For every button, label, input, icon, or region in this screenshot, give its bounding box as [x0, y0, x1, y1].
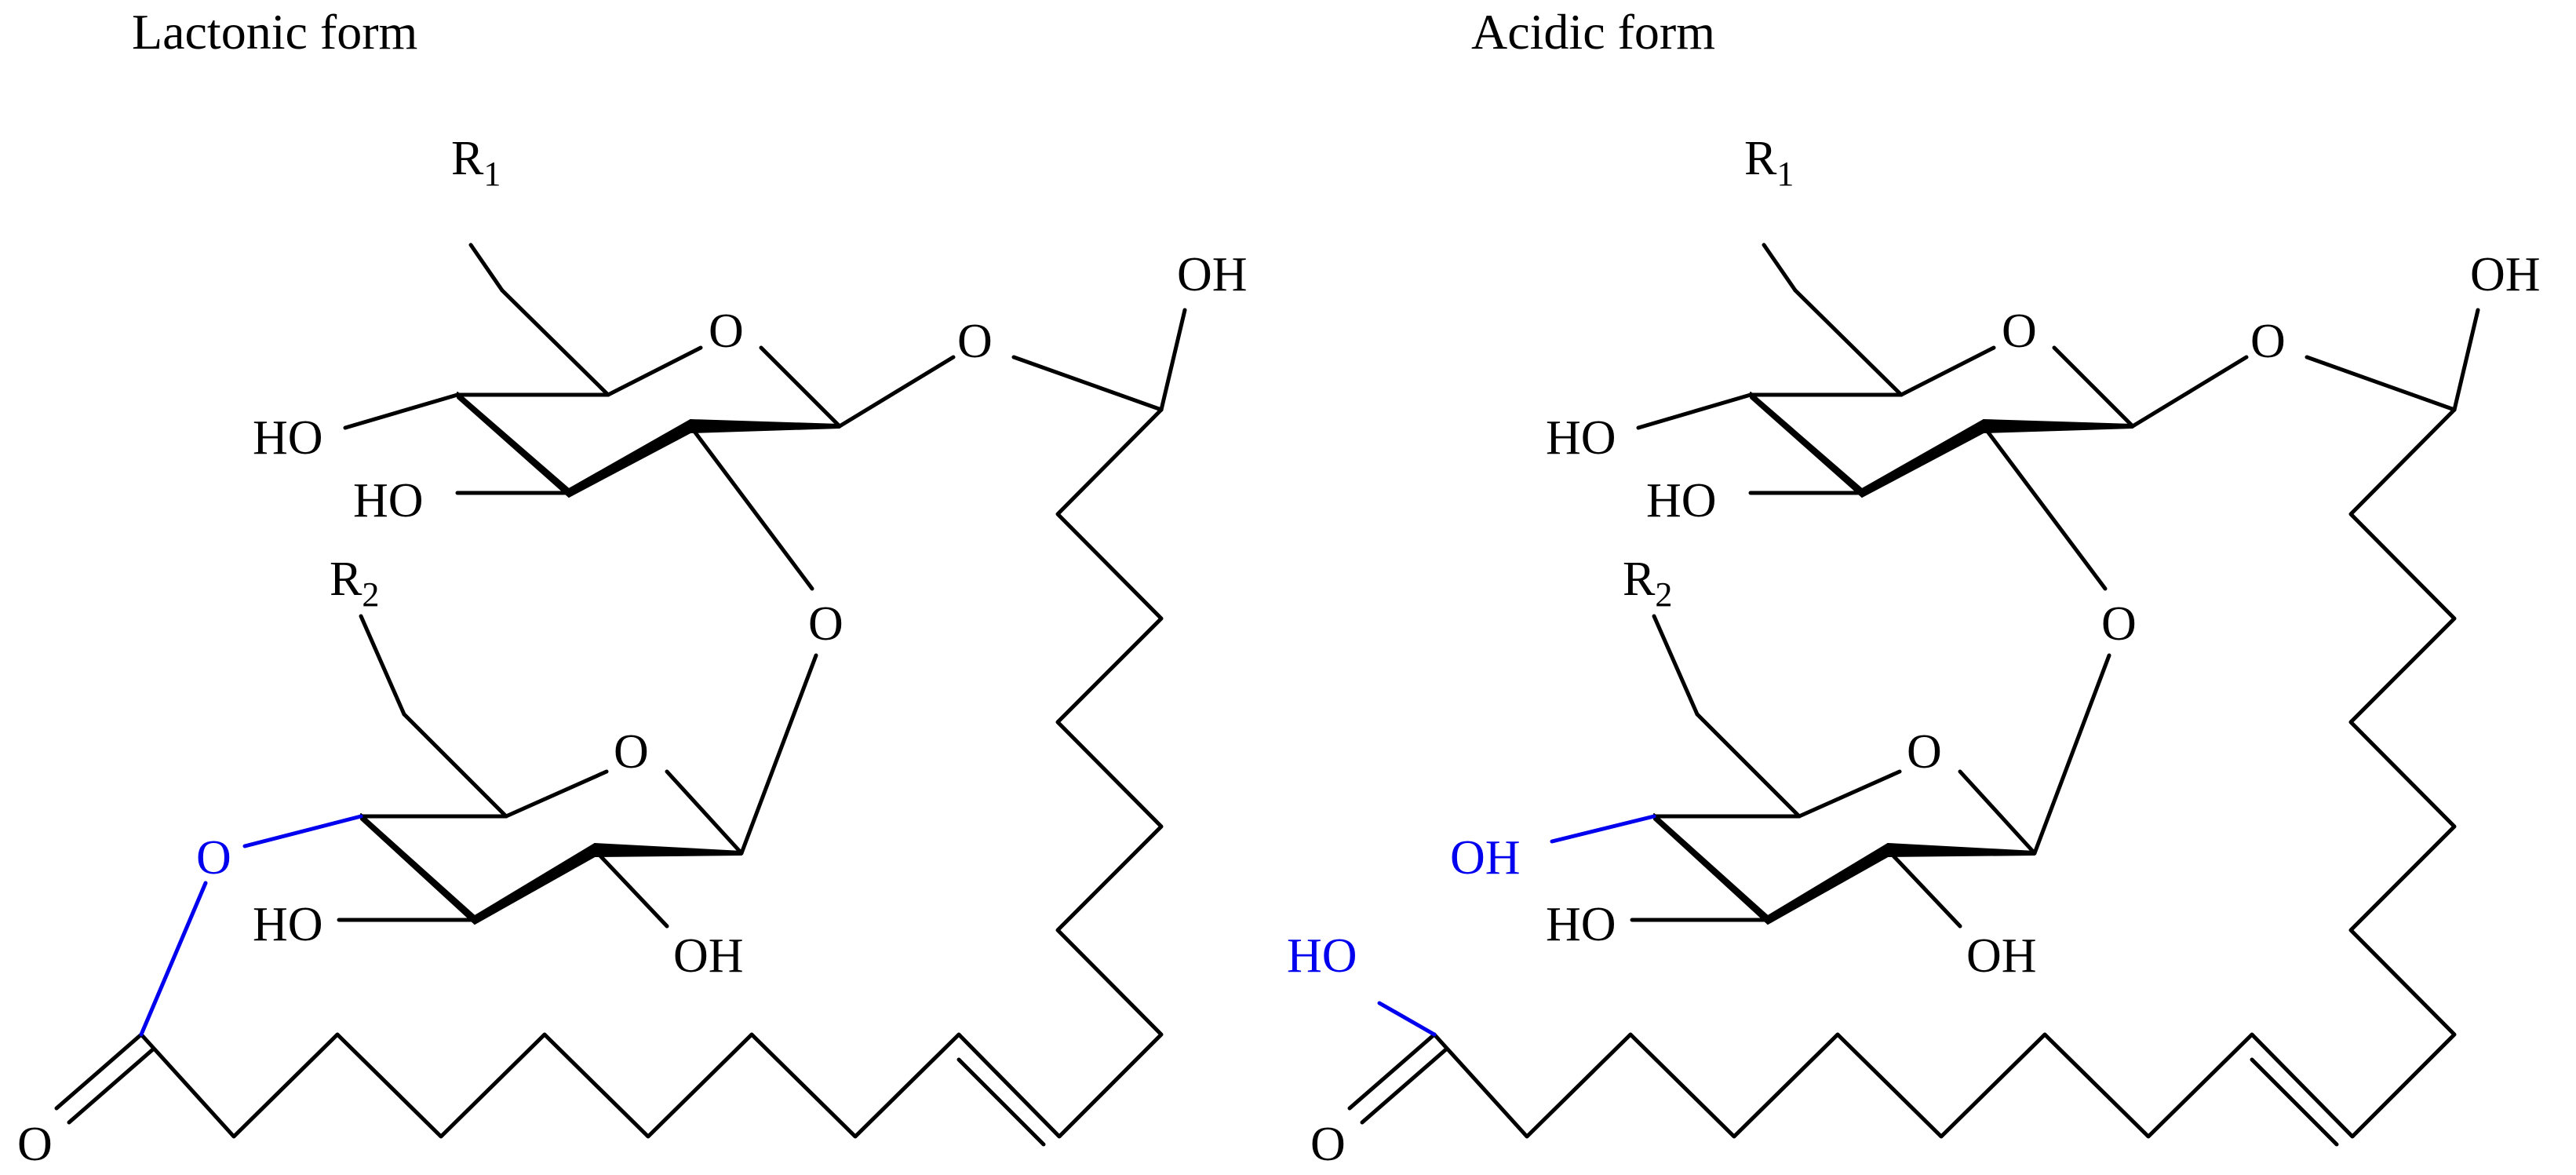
acidic-form-panel: Acidic form [1287, 4, 2541, 1171]
ring-oxygen-upper: O [2002, 305, 2037, 358]
ester-oxygen: O [196, 831, 231, 885]
hydroxyl-ring2-a: HO [253, 898, 323, 951]
glycosidic-oxygen: O [957, 315, 993, 368]
lactonic-atom-labels: R1 O O OH HO HO R2 O O O HO OH O [17, 132, 1248, 1171]
hydroxyl-top: OH [2470, 248, 2541, 301]
r2-label: R2 [1623, 553, 1672, 614]
hydroxyl-ring1-b: HO [353, 474, 424, 527]
hydroxyl-ring1-a: HO [253, 411, 323, 465]
panel-title-lactonic: Lactonic form [132, 4, 417, 60]
lactonic-bonds [54, 243, 1187, 1147]
hydroxyl-ring1-b: HO [1646, 474, 1717, 527]
ring-oxygen-lower: O [614, 725, 649, 779]
hydroxyl-ring1-a: HO [1546, 411, 1616, 465]
r1-label: R1 [1744, 132, 1794, 193]
acidic-atom-labels: R1 O O OH HO HO R2 O O OH HO OH HO O [1287, 132, 2541, 1171]
carbonyl-oxygen: O [1310, 1118, 1346, 1171]
r2-label: R2 [330, 553, 379, 614]
panel-title-acidic: Acidic form [1471, 4, 1715, 60]
lactonic-form-panel: Lactonic form [17, 4, 1248, 1171]
hydroxyl-ring2-a: HO [1546, 898, 1616, 951]
hydroxyl-ring2-b: OH [673, 929, 744, 983]
carbonyl-oxygen: O [17, 1118, 53, 1171]
hydroxyl-top: OH [1177, 248, 1248, 301]
free-hydroxyl: OH [1450, 831, 1521, 885]
r1-label: R1 [451, 132, 501, 193]
acidic-bonds [1347, 243, 2480, 1147]
ring-oxygen-upper: O [709, 305, 744, 358]
glycosidic-oxygen: O [2250, 315, 2286, 368]
linkage-oxygen: O [2101, 597, 2137, 651]
hydroxyl-ring2-b: OH [1966, 929, 2037, 983]
linkage-oxygen: O [808, 597, 843, 651]
acid-hydroxyl: HO [1287, 929, 1357, 983]
ring-oxygen-lower: O [1907, 725, 1942, 779]
